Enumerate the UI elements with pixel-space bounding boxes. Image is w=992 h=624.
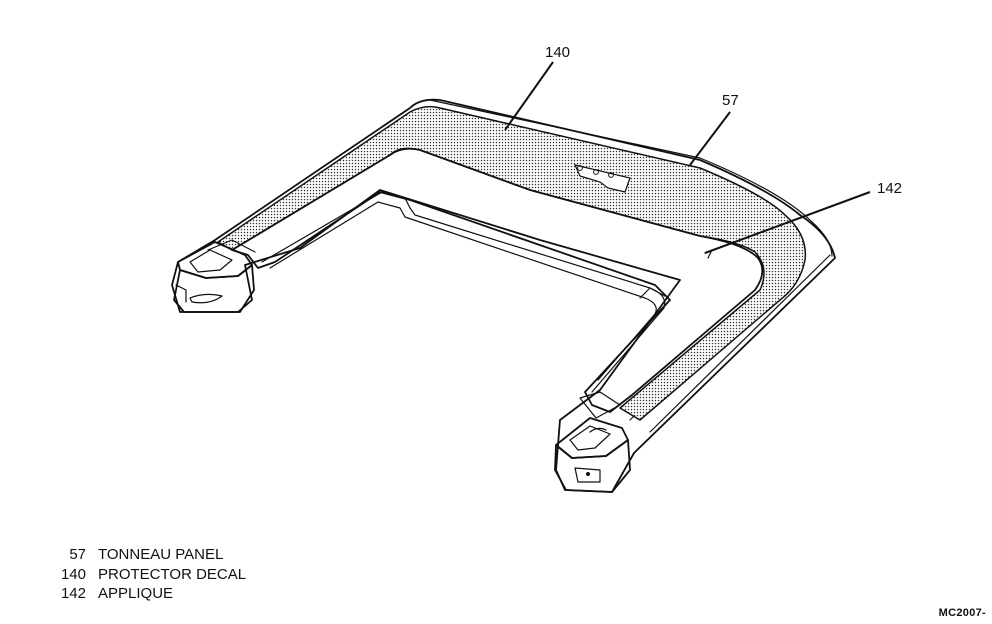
right-hinge-bracket (554, 391, 631, 493)
legend-label: PROTECTOR DECAL (98, 565, 247, 583)
legend-number: 57 (69, 546, 86, 563)
parts-legend: 57 TONNEAU PANEL 140 PROTECTOR DECAL 142… (40, 545, 246, 604)
legend-row: 142 APPLIQUE (40, 584, 246, 604)
leader-line-57 (689, 111, 731, 166)
figure-id: MC2007- (938, 607, 986, 619)
legend-row: 57 TONNEAU PANEL (40, 545, 246, 565)
callout-57: 57 (722, 92, 739, 109)
callout-140: 140 (545, 44, 570, 61)
legend-number: 142 (60, 585, 86, 602)
legend-label: TONNEAU PANEL (98, 546, 224, 563)
legend-number: 140 (60, 565, 86, 583)
leader-line-142 (704, 191, 871, 254)
callout-142: 142 (877, 180, 902, 197)
applique-surface (231, 147, 764, 413)
leader-tip-142 (704, 249, 713, 259)
legend-label: APPLIQUE (98, 585, 174, 602)
left-hinge-bracket (173, 239, 256, 313)
leader-line-140 (504, 61, 554, 131)
legend-row: 140 PROTECTOR DECAL (40, 565, 246, 585)
